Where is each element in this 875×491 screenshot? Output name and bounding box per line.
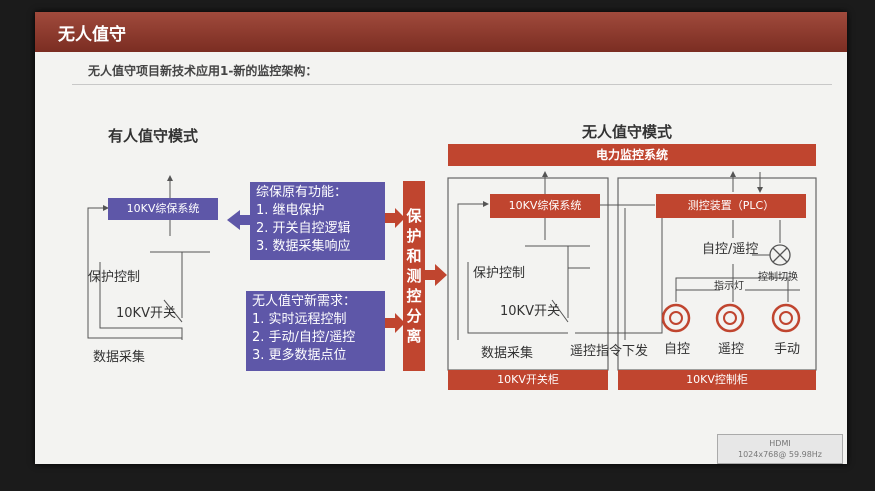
hdmi-badge: HDMI 1024x768@ 59.98Hz: [717, 434, 843, 464]
red-arrow-right: [423, 264, 447, 286]
switch-cabinet-bar: 10KV开关柜: [448, 370, 608, 390]
hdmi-badge-line2: 1024x768@ 59.98Hz: [737, 450, 823, 459]
new-requirement-item: 1. 实时远程控制: [252, 312, 347, 327]
right-heading: 无人值守模式: [582, 123, 673, 141]
new-requirement-item: 2. 手动/自控/遥控: [252, 330, 356, 345]
lamp-auto-label: 自控: [664, 342, 691, 357]
page-subtitle: 无人值守项目新技术应用1-新的监控架构：: [88, 64, 318, 78]
remote-command-label: 遥控指令下发: [570, 344, 649, 359]
hdmi-badge-line1: HDMI: [769, 439, 791, 448]
left-heading: 有人值守模式: [108, 127, 199, 145]
lamp-remote-icon: [715, 303, 745, 333]
right-switch-label: 10KV开关: [500, 304, 560, 319]
page-title: 无人值守: [58, 25, 126, 45]
control-switch-label: 控制切换: [758, 272, 798, 283]
left-data-label: 数据采集: [93, 350, 146, 365]
left-switch-label: 10KV开关: [116, 306, 176, 321]
original-functions-box: 综保原有功能： 1. 继电保护 2. 开关自控逻辑 3. 数据采集响应: [250, 182, 385, 260]
lamp-manual-label: 手动: [774, 342, 801, 357]
indicator-label: 指示灯: [714, 281, 744, 292]
red-arrow-bottom: [385, 313, 405, 333]
separation-box: 保护和测控分离: [403, 181, 425, 371]
left-protection-label: 保护控制: [88, 270, 141, 285]
separation-text: 保护和测控分离: [406, 207, 422, 345]
blue-left-arrow: [227, 210, 250, 230]
plc-box: 测控装置（PLC）: [656, 194, 806, 218]
right-protection-label: 保护控制: [473, 266, 526, 281]
left-system-box: 10KV综保系统: [108, 198, 218, 220]
left-feedback-line: [87, 205, 109, 330]
title-bar: [35, 12, 847, 52]
new-requirements-box: 无人值守新需求： 1. 实时远程控制 2. 手动/自控/遥控 3. 更多数据点位: [246, 291, 385, 371]
right-system-box: 10KV综保系统: [490, 194, 600, 218]
monitor-system-bar: 电力监控系统: [448, 144, 816, 166]
original-function-item: 2. 开关自控逻辑: [256, 221, 351, 236]
original-function-item: 3. 数据采集响应: [256, 239, 351, 254]
new-requirement-item: 3. 更多数据点位: [252, 348, 347, 363]
red-arrow-top: [385, 208, 405, 228]
lamp-manual-icon: [771, 303, 801, 333]
original-function-item: 1. 继电保护: [256, 203, 325, 218]
original-functions-title: 综保原有功能：: [256, 185, 348, 200]
auto-remote-label: 自控/遥控: [702, 242, 759, 257]
lamp-auto-icon: [661, 303, 691, 333]
control-cabinet-bar: 10KV控制柜: [618, 370, 816, 390]
left-switch-contact: [163, 299, 183, 323]
subtitle-divider: [72, 84, 832, 85]
lamp-remote-label: 遥控: [718, 342, 745, 357]
new-requirements-title: 无人值守新需求：: [252, 294, 357, 309]
right-data-label: 数据采集: [481, 346, 534, 361]
